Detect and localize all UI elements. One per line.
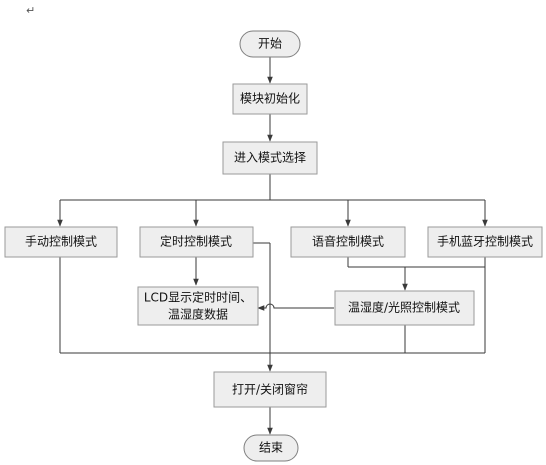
bluetooth-mode-label: 手机蓝牙控制模式: [437, 235, 533, 249]
bluetooth-mode-box: 手机蓝牙控制模式: [427, 226, 543, 258]
paragraph-mark: ↵: [26, 4, 35, 17]
lcd-display-box: LCD显示定时时间、 温湿度数据: [137, 286, 259, 326]
lcd-display-label-line1: LCD显示定时时间、: [144, 290, 252, 305]
end-label: 结束: [259, 441, 283, 455]
start-terminator: 开始: [239, 30, 301, 58]
voice-mode-label: 语音控制模式: [312, 234, 384, 249]
curtain-action-box: 打开/关闭窗帘: [213, 371, 327, 408]
curtain-action-label: 打开/关闭窗帘: [232, 382, 308, 397]
mode-select-label: 进入模式选择: [234, 151, 306, 165]
sensor-mode-box: 温湿度/光照控制模式: [334, 290, 475, 326]
mode-select-box: 进入模式选择: [222, 141, 318, 175]
lcd-display-label-line2: 温湿度数据: [168, 307, 228, 322]
start-label: 开始: [258, 37, 282, 51]
timed-mode-box: 定时控制模式: [139, 226, 254, 258]
connectors: [57, 57, 488, 435]
end-terminator: 结束: [243, 434, 299, 462]
timed-mode-label: 定时控制模式: [160, 234, 232, 249]
voice-mode-box: 语音控制模式: [290, 226, 406, 258]
manual-mode-label: 手动控制模式: [25, 235, 97, 249]
manual-mode-box: 手动控制模式: [4, 226, 118, 258]
init-box: 模块初始化: [232, 83, 308, 115]
init-label: 模块初始化: [240, 92, 300, 106]
sensor-mode-label: 温湿度/光照控制模式: [348, 300, 460, 315]
